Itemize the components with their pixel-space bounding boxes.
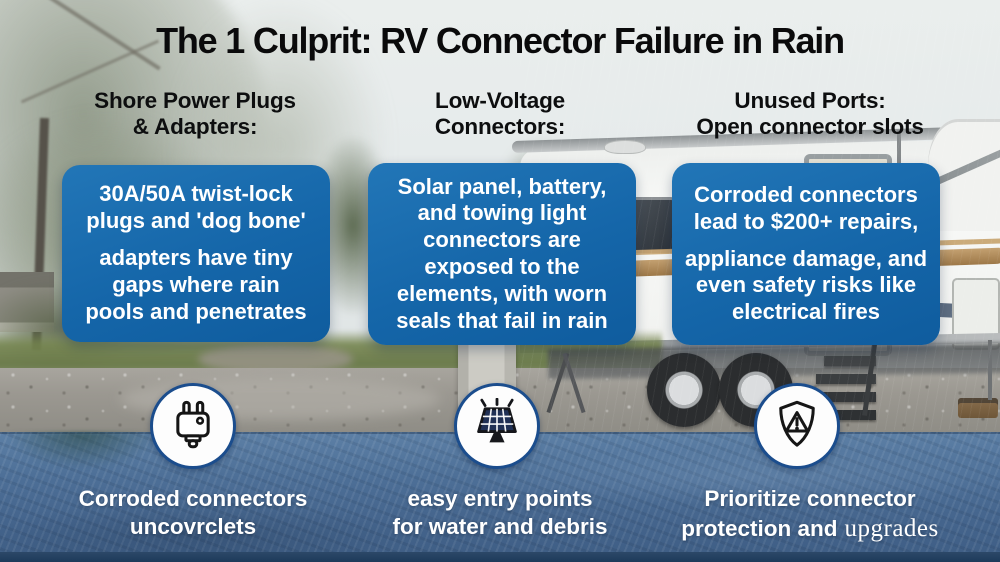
caption-line: easy entry points [407, 486, 593, 511]
caption-text: protection and [681, 515, 838, 541]
header-line: Low-Voltage [435, 88, 565, 113]
power-plug-icon [167, 398, 219, 455]
shield-warning-icon [771, 398, 823, 455]
solar-panel-icon [471, 397, 523, 455]
info-box-low-voltage: Solar panel, battery, and towing light c… [368, 163, 636, 345]
tongue-jack-pole [988, 340, 992, 400]
header-line: Unused Ports: [734, 88, 886, 113]
rv-wheel [647, 353, 721, 427]
caption-line: Corroded connectors [78, 486, 308, 511]
column-header-unused-ports: Unused Ports: Open connector slots [655, 88, 965, 141]
info-box-paragraph: Solar panel, battery, and towing light c… [396, 173, 608, 333]
info-box-shore-power: 30A/50A twist-lock plugs and 'dog bone' … [62, 165, 330, 342]
water-band-dark-edge [0, 552, 1000, 562]
info-box-paragraph: 30A/50A twist-lock plugs and 'dog bone' [86, 181, 306, 234]
icon-badge-plug [150, 383, 236, 469]
caption-line: Prioritize connector [704, 486, 916, 511]
info-box-paragraph: Corroded connectors lead to $200+ repair… [693, 181, 919, 234]
header-line: & Adapters: [132, 114, 258, 140]
caption-serif-word: upgrades [844, 514, 939, 542]
rv-window [630, 197, 676, 253]
rv-entry-step [816, 374, 876, 384]
leveling-block [958, 398, 998, 418]
caption-line: uncovrclets [129, 513, 257, 539]
caption-low-voltage: easy entry points for water and debris [355, 485, 645, 541]
caption-shore-power: Corroded connectors uncovrclets [43, 485, 343, 541]
column-header-shore-power: Shore Power Plugs & Adapters: [45, 88, 345, 141]
icon-badge-solar [454, 383, 540, 469]
rv-awning-pole [897, 130, 901, 192]
info-box-paragraph: adapters have tiny gaps where rain pools… [85, 245, 307, 324]
header-line: Open connector slots [696, 114, 924, 140]
page-title: The 1 Culprit: RV Connector Failure in R… [156, 20, 845, 61]
rv-entry-step [808, 392, 876, 402]
water-band-grass-silhouette [8, 432, 158, 468]
info-box-paragraph: appliance damage, and even safety risks … [684, 245, 928, 325]
column-header-low-voltage: Low-Voltage Connectors: [360, 88, 640, 141]
header-line: Connectors: [434, 114, 566, 140]
rv-entry-step [824, 356, 876, 366]
rv-entry-step [802, 410, 876, 420]
rv-roof-vent [604, 140, 646, 154]
header-line: Shore Power Plugs [94, 88, 296, 113]
info-box-unused-ports: Corroded connectors lead to $200+ repair… [672, 163, 940, 345]
caption-line: for water and debris [392, 513, 608, 539]
icon-badge-shield [754, 383, 840, 469]
